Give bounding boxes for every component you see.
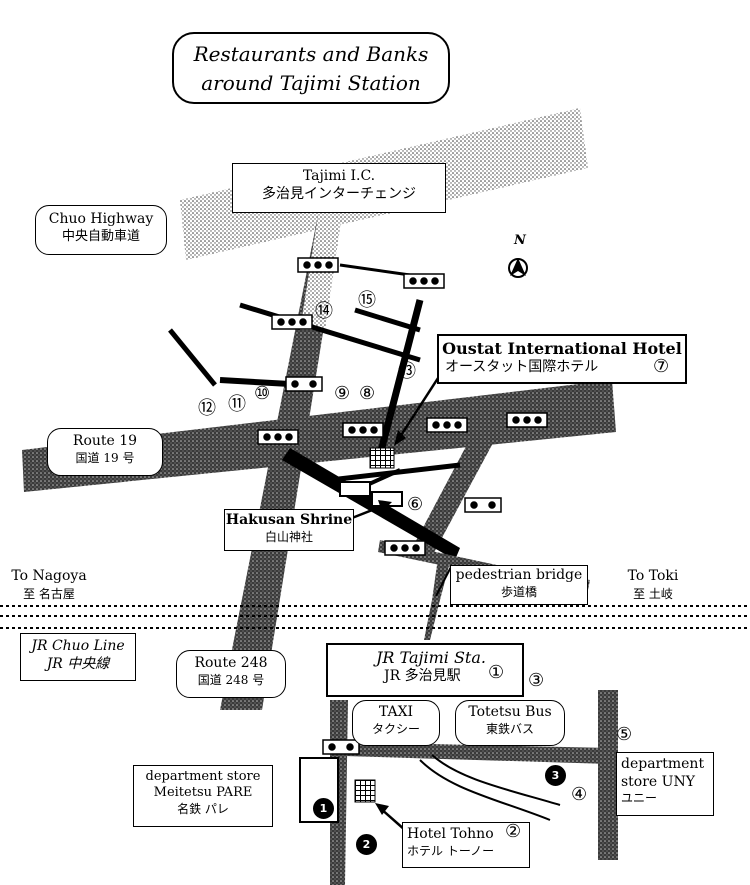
station-road-east: [345, 742, 610, 764]
marker-5: ⑤: [616, 724, 633, 745]
marker-2: ②: [505, 821, 522, 842]
to-toki-label: To Toki 至 土岐: [618, 567, 688, 603]
route-19-label: Route 19 国道 19 号: [47, 428, 163, 476]
map-title: Restaurants and Banks around Tajimi Stat…: [172, 32, 450, 104]
marker-10: ⑩: [254, 383, 271, 404]
tajimi-ic-label: Tajimi I.C. 多治見インターチェンジ: [232, 163, 446, 213]
to-nagoya-en: To Nagoya: [11, 568, 87, 584]
jr-chuo-line-label: JR Chuo Line JR 中央線: [20, 633, 136, 681]
arrow-hakusan: [351, 503, 386, 520]
marker-7: ⑦: [653, 356, 670, 377]
curve-road-2: [431, 754, 561, 806]
taxi-jp: タクシー: [371, 721, 420, 736]
road-top: [339, 263, 411, 277]
marker-9: ⑨: [334, 383, 351, 404]
route-248-en: Route 248: [194, 655, 268, 671]
taxi-label: TAXI タクシー: [352, 700, 440, 746]
oustat-building: [369, 447, 395, 469]
marker-4: ④: [571, 784, 588, 805]
uny-road: [598, 690, 618, 860]
road-14: [239, 302, 421, 363]
marker-6: ⑥: [407, 494, 424, 515]
road-13: [376, 299, 424, 456]
uny-en2: store UNY: [621, 773, 695, 790]
totetsu-bus-label: Totetsu Bus 東鉄バス: [455, 700, 565, 746]
oustat-jp: オースタット国際ホテル: [445, 359, 599, 375]
route-248-road: [220, 215, 342, 710]
station-label: JR Tajimi Sta. JR 多治見駅: [326, 643, 524, 697]
pare-jp: 名鉄 パレ: [177, 801, 229, 816]
jr-chuo-en: JR Chuo Line: [31, 638, 125, 654]
pare-label: department store Meitetsu PARE 名鉄 パレ: [133, 765, 273, 827]
taxi-en: TAXI: [378, 704, 414, 720]
route-248-label: Route 248 国道 248 号: [176, 650, 286, 698]
chuo-highway-jp: 中央自動車道: [61, 228, 140, 244]
marker-3: ③: [528, 670, 545, 691]
hotel-tohno-label: Hotel Tohno ホテル トーノー: [402, 822, 530, 868]
bridge-en: pedestrian bridge: [455, 567, 583, 583]
arrow-bridge: [435, 564, 453, 597]
marker-12: ⑫: [198, 398, 216, 419]
route-19-en: Route 19: [72, 433, 138, 449]
road-10: [219, 377, 291, 387]
marker-dark-2: 2: [356, 834, 377, 855]
marker-8: ⑧: [359, 383, 376, 404]
pare-en1: department store: [145, 769, 261, 784]
jr-chuo-line-rail: [0, 605, 750, 629]
station-en: JR Tajimi Sta.: [376, 648, 486, 667]
route-248-jp: 国道 248 号: [197, 672, 265, 687]
uny-jp: ユニー: [621, 791, 658, 805]
chuo-highway-en: Chuo Highway: [48, 211, 154, 227]
to-nagoya-jp: 至 名古屋: [23, 587, 75, 601]
road-15: [354, 307, 421, 333]
traffic-light-icons: [257, 257, 548, 755]
pare-en2: Meitetsu PARE: [153, 785, 253, 801]
marker-1: ①: [488, 662, 505, 683]
to-toki-jp: 至 土岐: [633, 587, 673, 601]
totetsu-en: Totetsu Bus: [468, 704, 552, 720]
uny-label: department store UNY ユニー: [616, 752, 714, 816]
to-toki-en: To Toki: [627, 568, 679, 584]
tohno-en: Hotel Tohno: [407, 826, 494, 842]
marker-dark-3: 3: [545, 765, 566, 786]
tohno-jp: ホテル トーノー: [407, 843, 495, 858]
hotel-tohno-building: [354, 779, 376, 803]
east-road: [410, 420, 500, 560]
jr-chuo-jp: JR 中央線: [46, 655, 110, 672]
tajimi-ic-jp: 多治見インターチェンジ: [262, 185, 416, 202]
title-line-1: Restaurants and Banks: [193, 42, 429, 66]
marker-14: ⑭: [315, 301, 333, 322]
pedestrian-bridge-label: pedestrian bridge 歩道橋: [450, 565, 588, 605]
hakusan-en: Hakusan Shrine: [225, 512, 353, 528]
uny-en1: department: [621, 756, 705, 772]
chuo-highway-label: Chuo Highway 中央自動車道: [35, 205, 167, 255]
marker-dark-1: 1: [313, 798, 334, 819]
oustat-en: Oustat International Hotel: [442, 339, 682, 358]
station-jp: JR 多治見駅: [384, 668, 461, 684]
road-diag-left: [168, 328, 217, 387]
marker-15: ⑮: [358, 290, 376, 311]
title-line-2: around Tajimi Station: [201, 71, 421, 95]
north-label: N: [514, 233, 526, 248]
bridge-road: [424, 558, 450, 640]
curve-road: [419, 759, 551, 821]
marker-11: ⑪: [228, 394, 246, 415]
route-19-jp: 国道 19 号: [75, 450, 135, 465]
marker-13: ⑬: [398, 361, 416, 382]
north-arrow-icon: [508, 258, 528, 278]
tajimi-ic-en: Tajimi I.C.: [302, 168, 376, 184]
bridge-jp: 歩道橋: [500, 584, 537, 599]
hakusan-shrine-icon: [339, 481, 403, 507]
route-19-road: [22, 380, 616, 492]
oustat-hotel-label: Oustat International Hotel オースタット国際ホテル: [437, 334, 687, 384]
to-nagoya-label: To Nagoya 至 名古屋: [4, 567, 94, 603]
totetsu-jp: 東鉄バス: [485, 721, 534, 736]
hakusan-shrine-label: Hakusan Shrine 白山神社: [224, 509, 354, 551]
arrow-oustat: [396, 374, 442, 441]
hakusan-jp: 白山神社: [264, 529, 313, 544]
